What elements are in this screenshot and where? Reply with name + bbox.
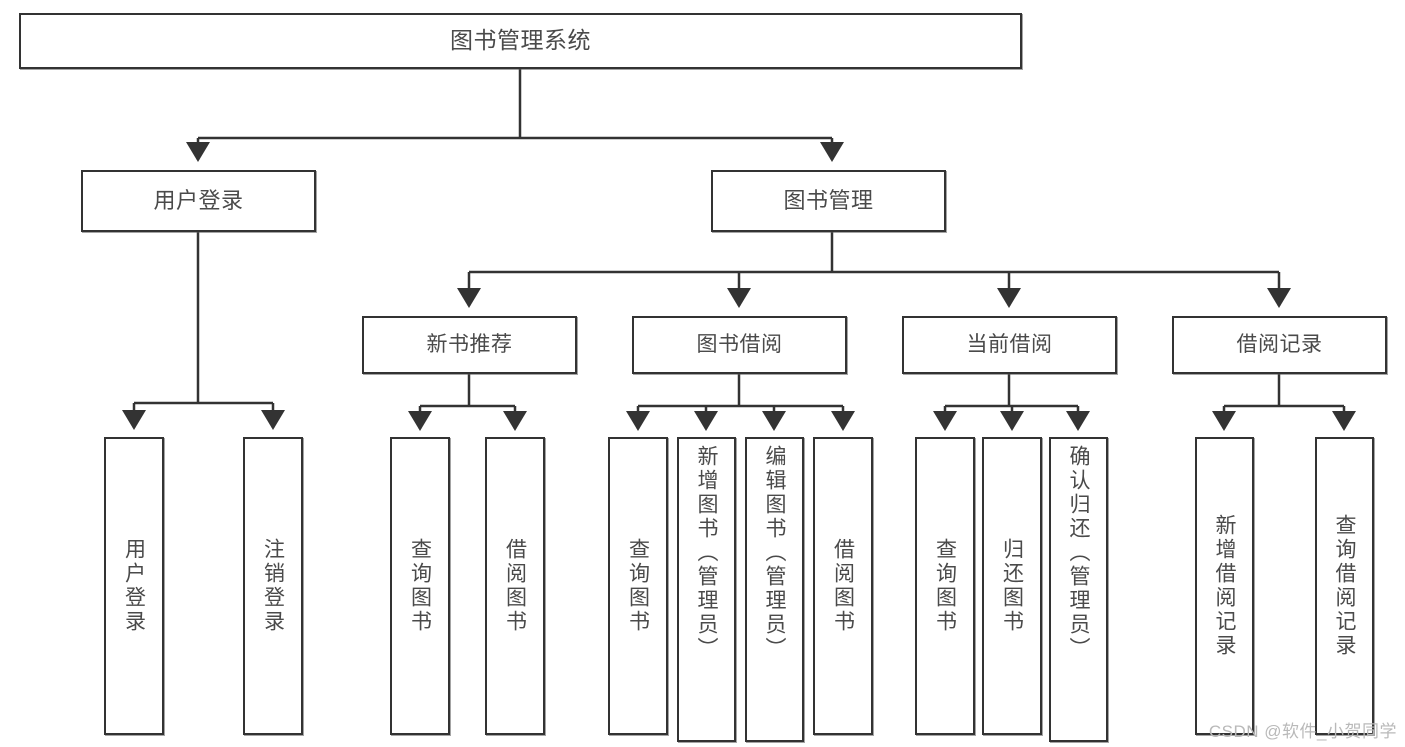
- node-leaf-query-borrow-record[interactable]: 查询借阅记录: [1315, 437, 1374, 735]
- node-leaf-query-book-1-label: 查询图书: [408, 538, 432, 634]
- node-leaf-add-book-admin[interactable]: 新增图书（管理员）: [677, 437, 736, 742]
- node-root-label: 图书管理系统: [450, 27, 591, 54]
- node-user-login[interactable]: 用户登录: [81, 170, 316, 232]
- node-leaf-query-book-2[interactable]: 查询图书: [608, 437, 668, 735]
- node-borrow-record-label: 借阅记录: [1236, 332, 1323, 356]
- node-leaf-borrow-book-1-label: 借阅图书: [503, 538, 527, 634]
- node-root[interactable]: 图书管理系统: [19, 13, 1022, 69]
- node-book-management-label: 图书管理: [783, 188, 874, 214]
- node-book-management[interactable]: 图书管理: [711, 170, 946, 232]
- node-leaf-edit-book-admin[interactable]: 编辑图书（管理员）: [745, 437, 804, 742]
- node-leaf-user-login-label: 用户登录: [122, 538, 146, 634]
- node-leaf-query-book-2-label: 查询图书: [626, 538, 650, 634]
- node-leaf-edit-book-admin-label: 编辑图书（管理员）: [763, 445, 786, 661]
- node-leaf-borrow-book-1[interactable]: 借阅图书: [485, 437, 545, 735]
- node-leaf-add-book-admin-label: 新增图书（管理员）: [695, 445, 718, 661]
- node-leaf-user-login[interactable]: 用户登录: [104, 437, 164, 735]
- node-leaf-borrow-book-2-label: 借阅图书: [831, 538, 855, 634]
- node-current-borrow-label: 当前借阅: [966, 332, 1053, 356]
- node-leaf-confirm-return-admin-label: 确认归还（管理员）: [1067, 445, 1090, 661]
- node-leaf-confirm-return-admin[interactable]: 确认归还（管理员）: [1049, 437, 1108, 742]
- watermark: CSDN @软件_小贺同学: [1208, 722, 1397, 741]
- node-current-borrow[interactable]: 当前借阅: [902, 316, 1117, 374]
- node-book-borrow[interactable]: 图书借阅: [632, 316, 847, 374]
- node-leaf-query-book-1[interactable]: 查询图书: [390, 437, 450, 735]
- node-new-book-recommend[interactable]: 新书推荐: [362, 316, 577, 374]
- node-leaf-user-logout[interactable]: 注销登录: [243, 437, 303, 735]
- node-leaf-borrow-book-2[interactable]: 借阅图书: [813, 437, 873, 735]
- node-leaf-user-logout-label: 注销登录: [261, 538, 285, 634]
- node-leaf-add-borrow-record[interactable]: 新增借阅记录: [1195, 437, 1254, 735]
- node-leaf-return-book[interactable]: 归还图书: [982, 437, 1042, 735]
- node-new-book-recommend-label: 新书推荐: [426, 332, 513, 356]
- node-leaf-query-book-3-label: 查询图书: [933, 538, 957, 634]
- node-leaf-query-borrow-record-label: 查询借阅记录: [1333, 514, 1356, 658]
- node-book-borrow-label: 图书借阅: [696, 332, 783, 356]
- node-leaf-query-book-3[interactable]: 查询图书: [915, 437, 975, 735]
- node-leaf-return-book-label: 归还图书: [1000, 538, 1024, 634]
- node-leaf-add-borrow-record-label: 新增借阅记录: [1213, 514, 1236, 658]
- node-user-login-label: 用户登录: [153, 188, 244, 214]
- node-borrow-record[interactable]: 借阅记录: [1172, 316, 1387, 374]
